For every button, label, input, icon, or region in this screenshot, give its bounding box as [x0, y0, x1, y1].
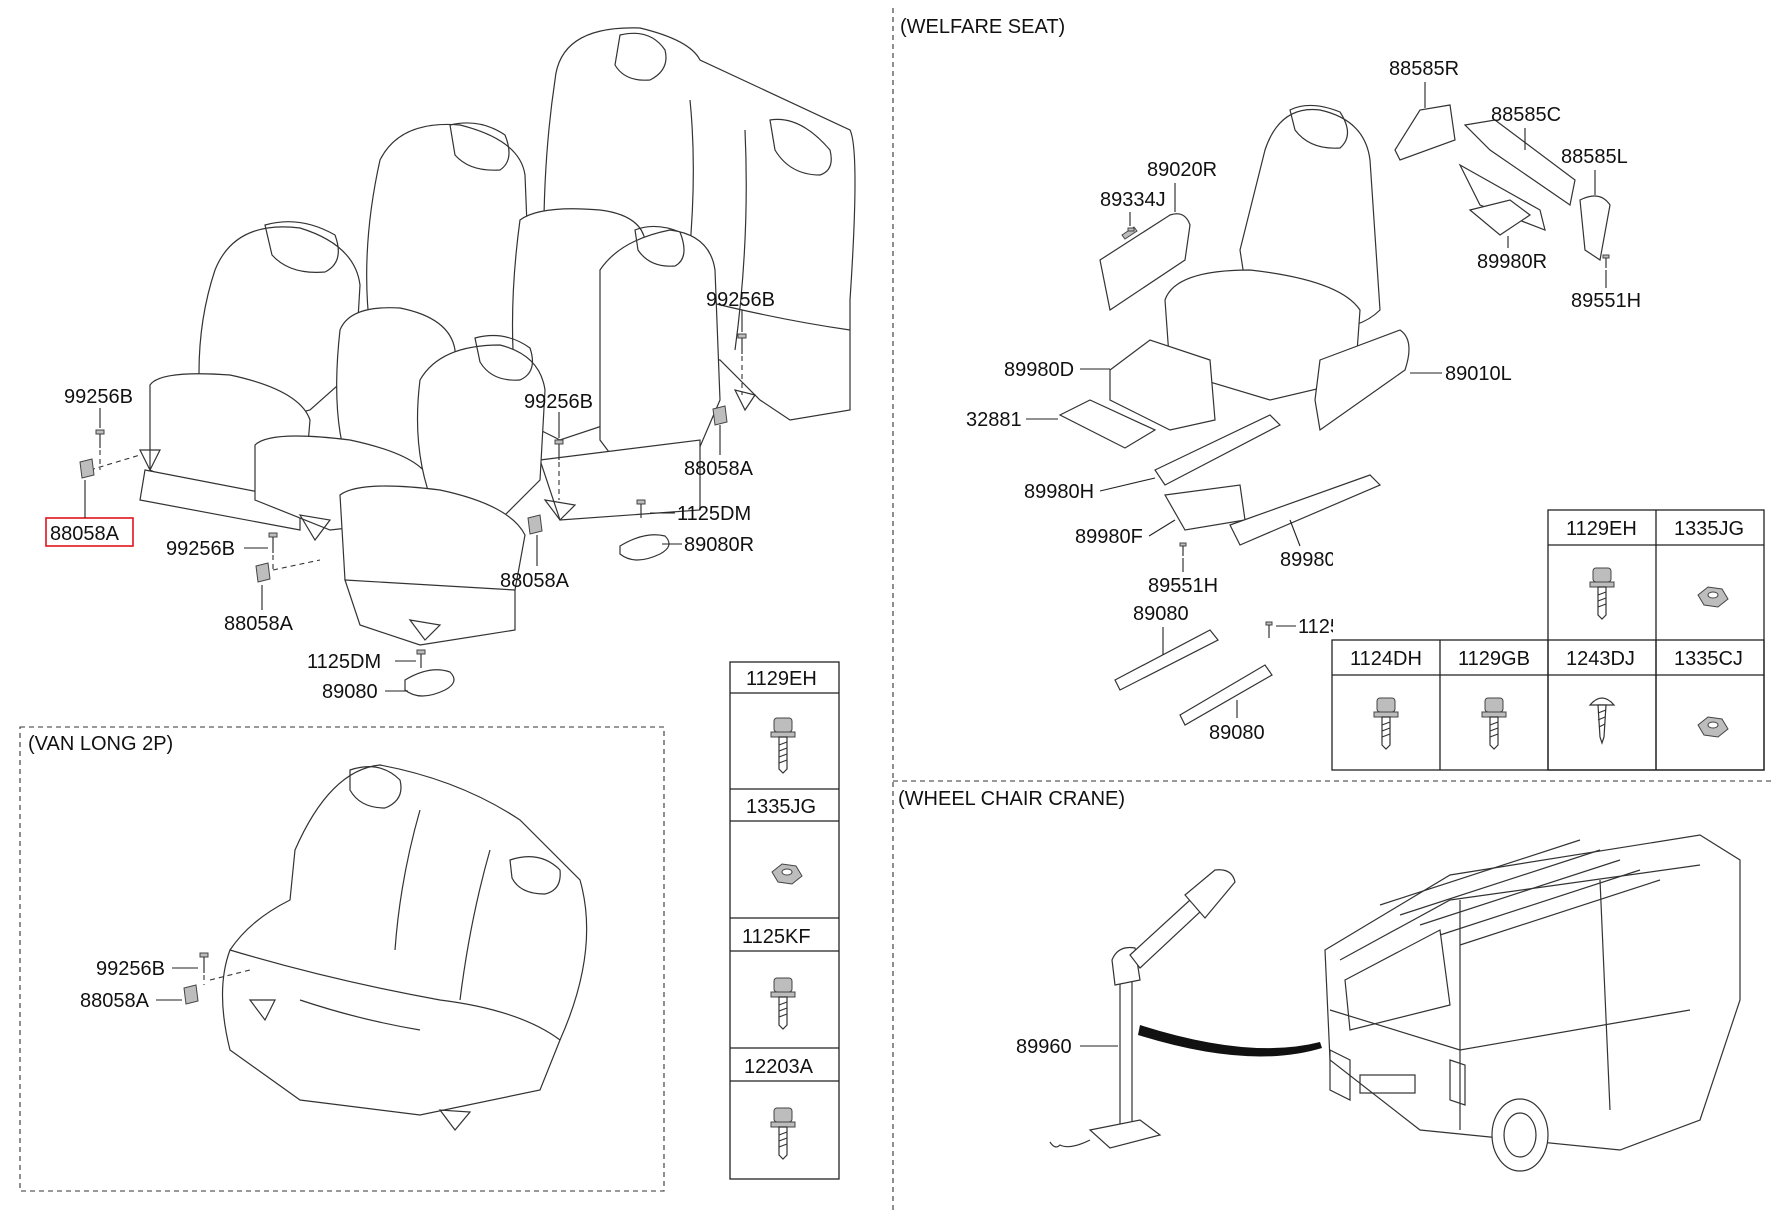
label-1125dm-right: 1125DM [677, 503, 751, 525]
section-title-welfare-seat: (WELFARE SEAT) [900, 16, 1065, 38]
label-88585r: 88585R [1389, 58, 1459, 80]
label-88058a-selected[interactable]: 88058A [50, 523, 120, 545]
label-89980d: 89980D [1004, 359, 1074, 381]
label-99256b-center: 99256B [524, 391, 593, 413]
grid-bottom-code-2: 1129GB [1458, 648, 1530, 670]
wheel-chair-crane-illustration [1049, 834, 1741, 1172]
label-89080-welfare-top: 89080 [1133, 603, 1189, 625]
van-long-2p-callouts: 99256B 88058A [80, 958, 198, 1012]
fastener-grid-table: 1129EH 1335JG 1124DH 1129GB 1243DJ 1335C… [1331, 509, 1765, 771]
label-89551h-bottom: 89551H [1148, 575, 1218, 597]
fastener-col-code-1: 1129EH [746, 668, 817, 690]
bolt-icon [770, 717, 796, 774]
label-88058a-center: 88058A [500, 570, 570, 592]
label-van-99256b: 99256B [96, 958, 165, 980]
nut-icon [771, 863, 803, 885]
grid-bottom-code-4: 1335CJ [1674, 648, 1743, 670]
grid-bottom-code-1: 1124DH [1350, 648, 1422, 670]
label-99256b-right: 99256B [706, 289, 775, 311]
label-99256b-left: 99256B [64, 386, 133, 408]
bolt-icon [770, 1107, 796, 1160]
bolt-icon [1373, 697, 1399, 750]
fastener-col-code-3: 1125KF [742, 926, 811, 948]
label-99256b-bottom-left: 99256B [166, 538, 235, 560]
label-89980r: 89980R [1477, 251, 1547, 273]
label-88058a-bottom-left: 88058A [224, 613, 294, 635]
section-title-wheel-chair-crane: (WHEEL CHAIR CRANE) [898, 788, 1125, 810]
wheel-chair-crane-callouts: 89960 [1016, 1036, 1118, 1058]
main-seats-illustration [139, 27, 856, 646]
screw-icon [1588, 697, 1616, 745]
label-89080r: 89080R [684, 534, 754, 556]
label-88585l: 88585L [1561, 146, 1628, 168]
label-van-88058a: 88058A [80, 990, 150, 1012]
nut-icon [1697, 716, 1729, 738]
label-89010l: 89010L [1445, 363, 1512, 385]
grid-top-code-2: 1335JG [1674, 518, 1744, 540]
main-callouts: 99256B 88058A 99256B 88058A 1125DM 89080… [45, 289, 775, 703]
welfare-seat-callouts: 88585R 88585C 88585L 89020R 89334J 89980… [966, 58, 1641, 744]
label-32881: 32881 [966, 409, 1022, 431]
welfare-seat-illustration [1058, 104, 1611, 726]
selected-part-highlight [45, 517, 134, 547]
label-89980f: 89980F [1075, 526, 1143, 548]
label-89960: 89960 [1016, 1036, 1072, 1058]
label-89080-bottom: 89080 [322, 681, 378, 703]
fastener-col-code-4: 12203A [744, 1056, 814, 1078]
grid-bottom-code-3: 1243DJ [1566, 648, 1635, 670]
fastener-col-code-2: 1335JG [746, 796, 816, 818]
label-88585c: 88585C [1491, 104, 1561, 126]
label-89980h: 89980H [1024, 481, 1094, 503]
label-89980l: 89980L [1280, 549, 1347, 571]
van-long-2p-illustration [183, 764, 588, 1131]
nut-icon [1697, 586, 1729, 608]
bolt-icon [770, 977, 796, 1030]
bolt-icon [1481, 697, 1507, 750]
fastener-column-table: 1129EH 1335JG 1125KF 12203A [729, 661, 840, 1180]
label-1125dm-bottom: 1125DM [307, 651, 381, 673]
label-89020r: 89020R [1147, 159, 1217, 181]
label-89080-welfare-bottom: 89080 [1209, 722, 1265, 744]
label-89551h-top: 89551H [1571, 290, 1641, 312]
main-fasteners [79, 333, 747, 697]
label-88058a-right: 88058A [684, 458, 754, 480]
bolt-icon [1589, 567, 1615, 620]
section-dividers [19, 8, 1772, 1211]
grid-top-code-1: 1129EH [1566, 518, 1637, 540]
label-89334j: 89334J [1100, 189, 1166, 211]
section-title-van-long-2p: (VAN LONG 2P) [28, 733, 173, 755]
